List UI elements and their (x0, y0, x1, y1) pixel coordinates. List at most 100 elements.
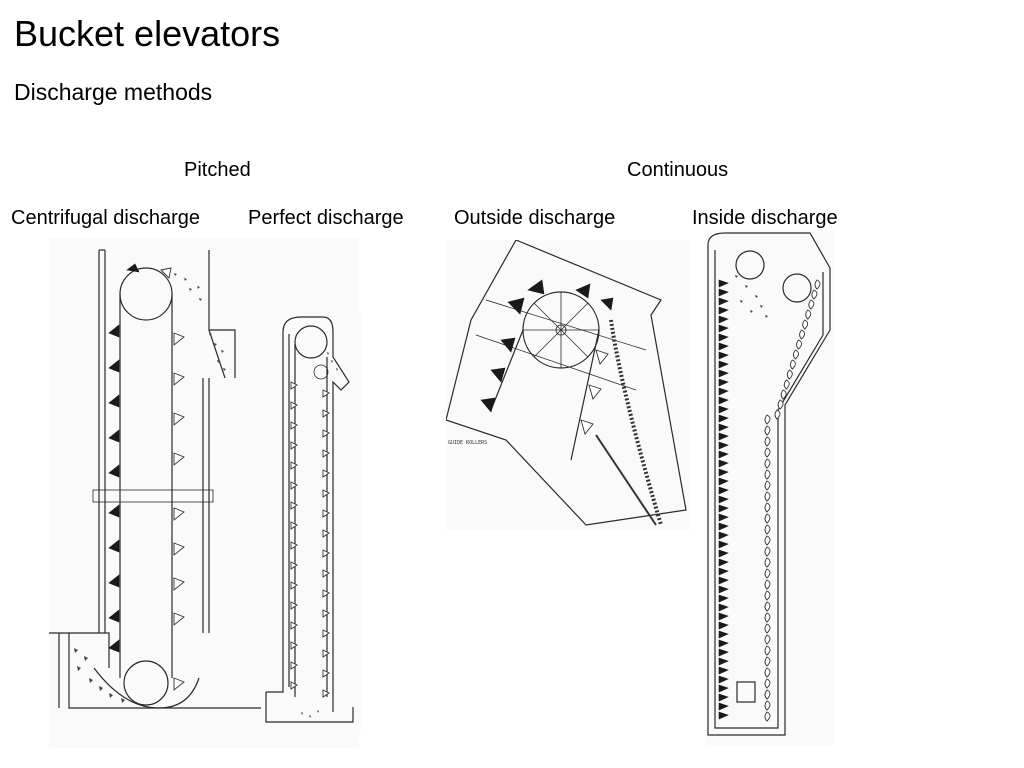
bucket-icon (764, 656, 771, 667)
bucket-icon (718, 351, 729, 360)
slide-title: Bucket elevators (14, 13, 281, 54)
bucket-icon (322, 489, 330, 498)
bucket-icon (718, 648, 729, 657)
bucket-icon (764, 601, 771, 612)
group-label-continuous: Continuous (627, 159, 729, 181)
bucket-icon (718, 657, 729, 666)
bucket-icon (811, 289, 818, 300)
bucket-icon (718, 387, 729, 396)
bucket-icon (322, 609, 330, 618)
bucket-icon (290, 501, 298, 510)
inside-discharge-diagram (705, 230, 835, 745)
bucket-icon (718, 693, 729, 702)
bucket-icon (718, 621, 729, 630)
bucket-icon (290, 401, 298, 410)
bucket-icon (764, 678, 771, 689)
bucket-icon (718, 297, 729, 306)
bucket-icon (718, 432, 729, 441)
bucket-icon (290, 581, 298, 590)
bucket-icon (718, 549, 729, 558)
bucket-icon (774, 409, 781, 420)
bucket-icon (718, 441, 729, 450)
bucket-icon (718, 576, 729, 585)
bucket-icon (718, 450, 729, 459)
bucket-icon (802, 319, 809, 330)
bucket-icon (764, 414, 771, 425)
guide-rollers-annotation: GUIDE ROLLERS (448, 440, 487, 446)
bucket-icon (764, 700, 771, 711)
bucket-icon (764, 645, 771, 656)
bucket-icon (290, 481, 298, 490)
bucket-icon (764, 634, 771, 645)
bucket-icon (718, 360, 729, 369)
bucket-icon (290, 561, 298, 570)
bucket-icon (764, 557, 771, 568)
bucket-icon (718, 675, 729, 684)
bucket-icon (718, 594, 729, 603)
bucket-icon (322, 589, 330, 598)
bucket-icon (718, 369, 729, 378)
bucket-icon (789, 359, 796, 370)
bucket-icon (799, 329, 806, 340)
bucket-icon (322, 689, 330, 698)
bucket-icon (322, 389, 330, 398)
bucket-icon (793, 349, 799, 360)
bucket-icon (718, 585, 729, 594)
bucket-icon (718, 540, 729, 549)
bucket-icon (718, 531, 729, 540)
bucket-icon (290, 641, 298, 650)
bucket-icon (718, 306, 729, 315)
bucket-icon (764, 524, 771, 535)
bucket-icon (805, 309, 812, 320)
bucket-icon (718, 711, 729, 720)
bucket-icon (290, 601, 298, 610)
bucket-icon (322, 549, 330, 558)
method-label-inside: Inside discharge (692, 207, 838, 229)
bucket-icon (718, 522, 729, 531)
bucket-icon (764, 623, 771, 634)
bucket-icon (764, 436, 771, 447)
bucket-icon (718, 333, 729, 342)
bucket-icon (290, 461, 298, 470)
perfect-discharge-diagram (261, 312, 361, 732)
bucket-icon (718, 288, 729, 297)
outside-discharge-diagram: GUIDE ROLLERS (446, 240, 690, 530)
bucket-icon (718, 567, 729, 576)
bucket-icon (764, 425, 771, 436)
bucket-icon (764, 458, 771, 469)
bucket-icon (718, 513, 729, 522)
bucket-icon (764, 689, 771, 700)
bucket-icon (718, 279, 729, 288)
bucket-icon (322, 449, 330, 458)
bucket-icon (764, 711, 771, 722)
bucket-icon (718, 342, 729, 351)
bucket-icon (322, 429, 330, 438)
bucket-icon (764, 612, 771, 623)
bucket-icon (290, 381, 298, 390)
bucket-icon (764, 535, 771, 546)
bucket-icon (718, 324, 729, 333)
bucket-icon (290, 681, 298, 690)
bucket-icon (718, 486, 729, 495)
bucket-icon (764, 590, 771, 601)
bucket-icon (718, 612, 729, 621)
bucket-icon (718, 558, 729, 567)
bucket-icon (718, 702, 729, 711)
bucket-icon (322, 409, 330, 418)
bucket-icon (718, 477, 729, 486)
bucket-icon (290, 441, 298, 450)
bucket-icon (786, 369, 793, 380)
bucket-icon (290, 621, 298, 630)
bucket-icon (290, 421, 298, 430)
bucket-icon (764, 491, 771, 502)
bucket-icon (764, 513, 771, 524)
bucket-icon (718, 315, 729, 324)
bucket-icon (718, 396, 729, 405)
bucket-icon (808, 299, 815, 310)
bucket-icon (322, 569, 330, 578)
bucket-icon (290, 541, 298, 550)
bucket-icon (322, 529, 330, 538)
bucket-icon (322, 649, 330, 658)
bucket-icon (718, 630, 729, 639)
bucket-icon (322, 629, 330, 638)
